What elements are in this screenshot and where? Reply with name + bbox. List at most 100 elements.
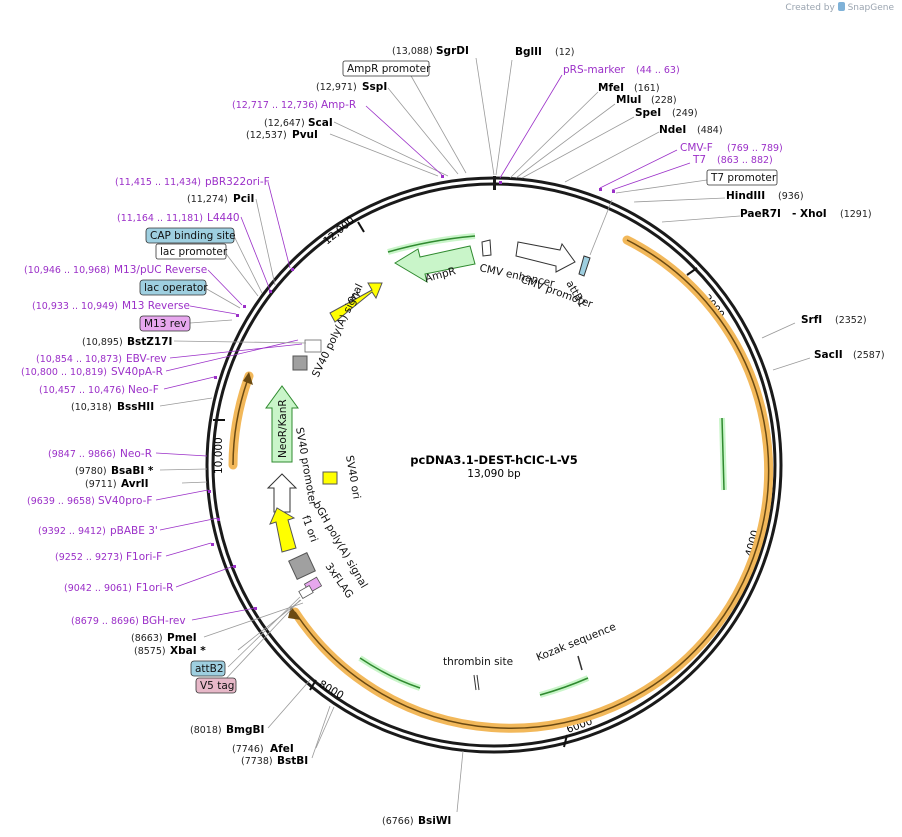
box-attb2 [190,660,226,677]
pos-pvui: (12,537) [246,130,287,141]
tick-mark-12000 [357,221,365,233]
pos-bsabi: (9780) [75,466,107,477]
lead-bstz17i [173,340,307,344]
lead-lac-operator [204,287,241,309]
credit-brand: SnapGene [847,3,894,13]
lead-neo-r [155,452,208,457]
lead-hindiii [633,197,726,203]
pos-bsshii: (10,318) [71,402,112,413]
pos-cmv-f: (769 .. 789) [727,143,783,154]
pos-bgh-rev: (8679 .. 8696) [71,616,139,627]
enzyme-paer7i: PaeR7I [740,208,781,220]
lead-pcii [255,198,276,286]
lead-sgrdi [475,57,495,176]
enzyme-bglii: BglII [515,46,542,58]
origin-marker [493,176,496,190]
pos-avrii: (9711) [85,479,117,490]
box-ampr-promoter [342,60,430,77]
lead-lac-promoter [223,250,259,297]
lead-amp-r [365,105,443,176]
primer-t7: T7 [692,154,706,166]
box-lac-promoter [155,243,227,260]
enzyme-avrii: AvrII [121,478,149,490]
lead-t7 [611,162,691,191]
box-lac-operator [139,279,207,296]
label-thrombin: thrombin site [443,656,513,668]
primer-pbabe: pBABE 3' [110,525,158,537]
green-arrow-bottom-left-line [359,657,421,689]
enzyme-sgrdi: SgrDI [436,45,469,57]
pos-m13-puc: (10,946 .. 10,968) [24,265,110,276]
snapgene-credit: Created by SnapGene [785,2,894,13]
lead-bsabi [159,468,208,471]
label-ampr-promoter: AmpR promoter [347,63,431,75]
lead-m13rev [189,319,233,324]
pos-scai: (12,647) [264,118,305,129]
enzyme-mfei: MfeI [598,82,624,94]
label-kozak: Kozak sequence [535,621,618,664]
pos-afei: (7746) [232,744,264,755]
cmv-promoter-arrow [515,241,576,273]
label-m13-rev: M13 rev [144,318,187,330]
lead-bgh-rev [191,607,256,621]
enzyme-hindiii: HindIII [726,190,765,202]
lead-ampr-promoter [409,73,467,174]
attb1-box [578,255,591,277]
pos-f1ori-r: (9042 .. 9061) [64,583,132,594]
enzyme-bstz17i: BstZ17I [127,336,172,348]
pos-sacii: (2587) [853,350,885,361]
lead-bglii [495,59,513,176]
enzyme-afei: AfeI [270,743,294,755]
pos-ebv-rev: (10,854 .. 10,873) [36,354,122,365]
lead-ndei [564,131,660,183]
lead-m13-puc [207,269,243,306]
lead-afei [315,706,335,749]
primer-sv40pro-f: SV40pro-F [98,495,152,507]
lead-bsiwi [456,750,464,813]
thrombin-site-mark [473,674,477,691]
pos-bstz17i: (10,895) [82,337,123,348]
enzyme-srfi: SrfI [801,314,822,326]
lead-mfei [509,91,599,179]
lead-sspi [387,87,459,175]
pos-sv40pa-r: (10,800 .. 10,819) [21,367,107,378]
pos-m13-reverse: (10,933 .. 10,949) [32,301,118,312]
lead-f1ori-f [165,542,212,557]
pos-srfi: (2352) [835,315,867,326]
orf-left-arrowhead [243,372,253,385]
thrombin-site-mark-2 [476,674,480,691]
tick-label-8000: 8000 [317,678,346,702]
box-v5-tag [195,677,237,694]
pos-bstbi: (7738) [241,756,273,767]
primer-l4440: L4440 [207,212,240,224]
sv40-polya-box-top [292,355,308,371]
enzyme-bmgbi: BmgBI [226,724,264,736]
enzyme-bsabi: BsaBI * [111,465,154,477]
primer-amp-r: Amp-R [321,99,356,111]
enzyme-bstbi: BstBI [277,755,308,767]
flag-box [298,584,314,600]
ampr-promoter-box [481,239,492,257]
pos-sv40pro-f: (9639 .. 9658) [27,496,95,507]
pos-pbabe: (9392 .. 9412) [38,526,106,537]
sv40-ori-box [322,471,338,485]
label-lac-promoter: lac promoter [160,246,228,258]
primer-m13-puc: M13/pUC Reverse [114,264,207,276]
label-sv40-ori: SV40 ori [343,454,362,500]
orf-arc-main-line [294,239,770,729]
orf-arc-left [228,371,254,470]
pos-amp-r: (12,717 .. 12,736) [232,100,318,111]
pos-l4440: (11,164 .. 11,181) [117,213,203,224]
primer-neo-r: Neo-R [120,448,152,460]
lead-sv40pa-r [165,339,299,372]
pos-mfei: (161) [634,83,660,94]
enzyme-xbai: XbaI * [170,645,206,657]
enzyme-bsshii: BssHII [117,401,154,413]
sv40-promoter-arrow [266,473,298,513]
lead-pvui [329,133,439,177]
ori-arrow [329,282,383,323]
enzyme-sacii: SacII [814,349,843,361]
primer-ticks [208,175,615,610]
lead-xhoi [661,215,741,223]
tick-label-10000: 10,000 [213,437,225,474]
